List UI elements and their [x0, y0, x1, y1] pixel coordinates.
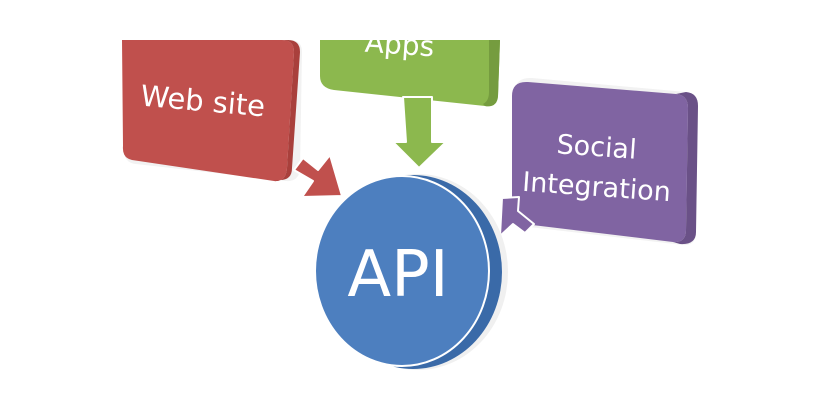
social-box: Social Integration [512, 77, 698, 246]
api-circle: API [314, 174, 508, 370]
website-box: Web site [122, 40, 302, 182]
apps-box: Apps [320, 26, 500, 107]
social-arrow [499, 196, 535, 237]
apps-label: Apps [364, 26, 435, 64]
apps-arrow [392, 96, 447, 169]
website-arrow [293, 154, 343, 198]
api-label: API [347, 238, 448, 312]
social-label-line1: Social [556, 129, 638, 166]
